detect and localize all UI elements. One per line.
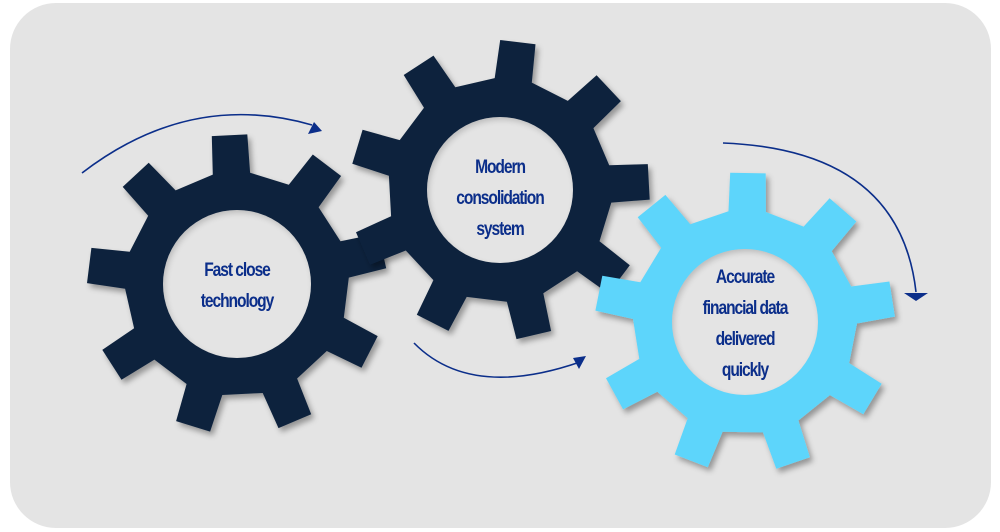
label-line: quickly [721,360,769,381]
arrow-right [722,142,928,301]
gear-modern-consolidation-hole [427,117,573,263]
arrow-bottom-middle-head-icon [573,356,586,369]
label-line: system [476,218,524,240]
arrow-bottom-middle [413,342,586,378]
gear-modern-consolidation-label: Modern consolidation system [443,150,558,246]
gear-fast-close-label: Fast close technology [180,254,295,318]
gear-fast-close-hole [163,210,311,358]
arrow-top-left-head-icon [308,122,322,134]
label-line: Modern [475,156,526,178]
arrow-top-left [81,113,322,174]
gear-accurate-data [595,172,895,469]
label-line: consolidation [456,187,544,209]
gear-accurate-data-hole [672,249,818,395]
label-line: delivered [715,329,776,350]
gear-modern-consolidation [352,40,650,340]
arrow-right-head-icon [904,293,928,301]
gear-accurate-data-label: Accurate financial data delivered quickl… [688,262,803,386]
label-line: technology [200,291,275,312]
label-line: financial data [702,298,789,319]
label-line: Fast close [204,260,271,281]
gear-fast-close [87,134,387,432]
label-line: Accurate [715,267,775,288]
